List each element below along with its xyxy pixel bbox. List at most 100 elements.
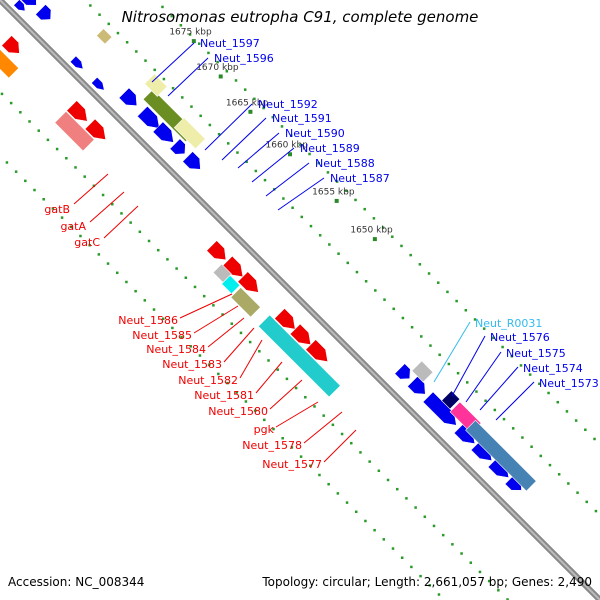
leader-line: [251, 147, 295, 183]
guide-dot: [271, 115, 275, 119]
red-gene-arrow: [206, 240, 227, 261]
pale-gene-block: [144, 73, 168, 97]
guide-dot: [197, 42, 201, 45]
guide-dot: [263, 178, 267, 182]
guide-dot: [14, 170, 18, 173]
teal-gene-block: [257, 314, 341, 398]
guide-dot: [280, 125, 284, 128]
guide-dot: [106, 262, 110, 265]
leader-line: [479, 366, 519, 411]
guide-dot: [300, 215, 304, 219]
leader-line: [204, 103, 253, 151]
tick-label: 1670 kbp: [196, 63, 239, 73]
guide-dot: [331, 423, 335, 427]
gene-label: Neut_1584: [146, 343, 206, 356]
guide-dot: [235, 391, 238, 394]
guide-dot: [65, 156, 68, 160]
guide-dot: [419, 574, 422, 578]
pale-gene-block: [173, 117, 206, 150]
guide-dot: [244, 400, 248, 403]
guide-dot: [135, 50, 138, 53]
guide-dot: [409, 253, 412, 257]
guide-dot: [373, 528, 376, 532]
guide-dot: [565, 410, 569, 413]
guide-dot: [0, 92, 4, 96]
guide-dot: [282, 197, 285, 200]
guide-dot: [556, 400, 559, 404]
guide-dot: [258, 350, 261, 353]
tick-mark: [372, 237, 377, 242]
guide-dot: [111, 202, 114, 206]
guide-dot: [170, 14, 173, 18]
guide-dot: [538, 382, 541, 386]
guide-dot: [207, 51, 210, 55]
red-gene-arrow: [66, 100, 88, 122]
guide-dot: [166, 258, 169, 261]
guide-dot: [88, 243, 91, 247]
guide-dot: [42, 197, 45, 201]
guide-dot: [473, 318, 477, 321]
guide-dot: [175, 267, 178, 270]
gene-label: Neut_1583: [162, 358, 222, 371]
guide-dot: [511, 427, 515, 430]
guide-dot: [262, 106, 265, 110]
guide-dot: [294, 386, 298, 390]
gene-label: Neut_1582: [178, 374, 238, 387]
guide-dot: [290, 446, 294, 449]
guide-dot: [567, 482, 570, 485]
guide-dot: [161, 5, 164, 9]
guide-dot: [392, 307, 395, 311]
guide-dot: [115, 271, 119, 275]
leader-line: [193, 305, 239, 334]
guide-dot: [55, 147, 59, 151]
guide-dot: [469, 561, 473, 564]
topology-text: Topology: circular; Length: 2,661,057 bp…: [262, 575, 592, 589]
gene-label: gatB: [44, 203, 70, 216]
gene-label: Neut_1586: [118, 314, 178, 327]
leader-line: [223, 327, 255, 363]
guide-dot: [322, 414, 325, 417]
guide-dot: [309, 464, 312, 468]
guide-dot: [502, 417, 506, 421]
guide-dot: [221, 313, 224, 316]
guide-dot: [328, 243, 331, 246]
guide-dot: [438, 353, 441, 357]
guide-dot: [584, 428, 587, 432]
guide-dot: [506, 598, 509, 600]
blue-gene-arrow: [20, 0, 37, 6]
small-blue-arrow: [91, 77, 105, 91]
grey-gene-block: [212, 263, 232, 283]
guide-dot: [116, 31, 120, 35]
guide-dot: [299, 455, 303, 458]
map-title: Nitrosomonas eutropha C91, complete geno…: [121, 8, 479, 26]
tick-mark: [288, 152, 293, 157]
gene-label: Neut_1592: [258, 98, 318, 111]
guide-dot: [593, 437, 596, 441]
guide-dot: [475, 390, 478, 393]
tick-label: 1675 kbp: [169, 28, 212, 38]
guide-dot: [188, 33, 192, 36]
accession-text: Accession: NC_008344: [8, 575, 145, 589]
guide-dot: [355, 270, 359, 274]
leader-line: [179, 293, 233, 319]
guide-dot: [263, 418, 266, 422]
guide-dot: [143, 299, 147, 302]
small-blue-arrow: [69, 55, 84, 70]
guide-dot: [5, 161, 9, 164]
guide-dot: [345, 501, 349, 504]
blue-gene-arrow: [407, 376, 426, 395]
guide-dot: [156, 248, 160, 252]
guide-dot: [254, 169, 258, 173]
gene-label: Neut_1587: [330, 172, 390, 185]
leader-line: [265, 162, 310, 197]
guide-dot: [354, 198, 357, 202]
tick-mark: [191, 39, 196, 44]
guide-dot: [519, 364, 523, 367]
gene-features: [0, 0, 537, 492]
tan-gene-block: [96, 28, 113, 45]
guide-dot: [181, 96, 184, 99]
guide-dot: [60, 216, 64, 219]
guide-dot: [285, 377, 289, 381]
guide-dot: [359, 451, 362, 454]
